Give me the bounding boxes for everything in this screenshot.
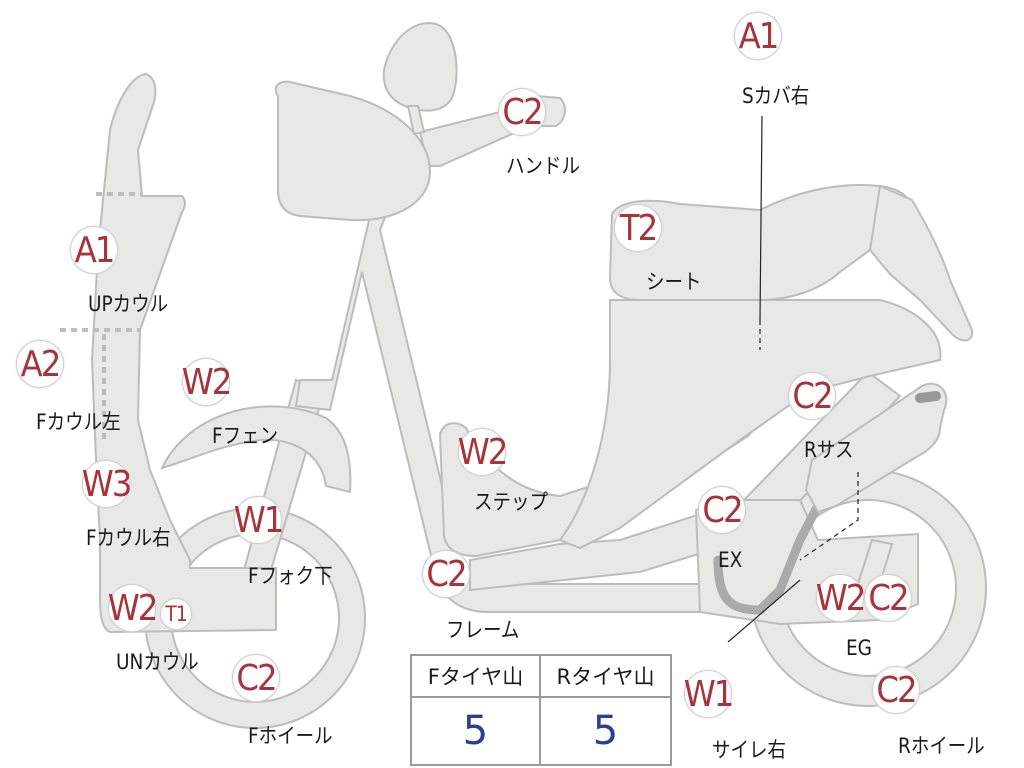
exhaust-pipe-shape (713, 493, 827, 615)
handle-label: ハンドル (506, 154, 580, 178)
f-cowl-right-code: W3 (82, 460, 132, 508)
s-cover-right-label: Sカバ右 (742, 84, 810, 108)
handle-code: C2 (498, 88, 546, 136)
un-cowl-code: W2 (108, 584, 158, 632)
s-cover-leader-line (759, 115, 763, 321)
f-fork-lower-label: Fフォク下 (248, 564, 333, 588)
un-cowl-label: UNカウル (116, 650, 199, 674)
silencer-leader-line (727, 579, 801, 643)
front-cowl-shape (90, 72, 277, 634)
side-cover-shape (558, 299, 942, 550)
r-suspension-leader-line (799, 472, 859, 561)
f-cowl-left-label: Fカウル左 (36, 410, 121, 434)
f-fender-label: Fフェン (212, 424, 279, 448)
front-tire-header: Fタイヤ山 (412, 656, 541, 698)
tire-tread-table: Fタイヤ山 Rタイヤ山 5 5 (410, 654, 672, 766)
rear-cowl-shape (868, 184, 974, 342)
seat-label: シート (646, 270, 702, 294)
silencer-shape (804, 382, 948, 514)
seat-code: T2 (614, 204, 662, 252)
engine-code: W2 (816, 574, 866, 622)
frame-label: フレーム (446, 618, 520, 642)
silencer-right-label: サイレ右 (712, 738, 786, 762)
up-cowl-label: UPカウル (88, 292, 169, 316)
f-wheel-label: Fホイール (248, 724, 333, 748)
f-fender-code: W2 (182, 358, 232, 406)
rear-tire-header: Rタイヤ山 (541, 656, 670, 698)
rear-tire-value: 5 (592, 708, 619, 754)
step-code: W2 (458, 428, 508, 476)
f-fork-lower-code: W1 (234, 496, 284, 544)
r-suspension-code: C2 (788, 372, 836, 420)
rear-shock-rod-shape (915, 391, 941, 403)
front-fender-shape (160, 405, 352, 494)
front-tire-value: 5 (412, 698, 541, 764)
silencer-right-code: W1 (684, 670, 734, 718)
up-cowl-code: A1 (70, 226, 118, 274)
f-cowl-right-label: Fカウル右 (86, 526, 171, 550)
mirror-shape (382, 22, 458, 112)
exhaust-label: EX (718, 548, 743, 572)
headlight-shape (274, 80, 432, 222)
s-cover-right-code: A1 (734, 12, 782, 60)
un-cowl-code-secondary: T1 (160, 598, 192, 630)
r-wheel-code: C2 (872, 666, 920, 714)
engine-code-secondary: C2 (864, 574, 912, 622)
frame-code: C2 (422, 550, 470, 598)
f-cowl-left-code: A2 (16, 340, 64, 388)
r-suspension-label: Rサス (804, 438, 854, 462)
f-wheel-code: C2 (232, 654, 280, 702)
r-wheel-label: Rホイール (898, 734, 985, 758)
exhaust-code: C2 (698, 486, 746, 534)
engine-label: EG (846, 636, 873, 660)
mirror-stem-shape (406, 105, 426, 136)
step-label: ステップ (474, 490, 548, 514)
